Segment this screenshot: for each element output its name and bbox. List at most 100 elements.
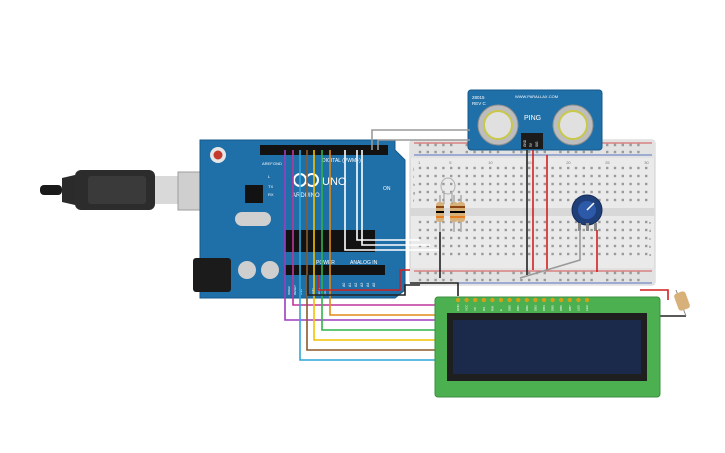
row-letter: f [413, 198, 415, 203]
wire-orange[interactable] [329, 150, 440, 316]
analog-pin-label: A2 [354, 283, 358, 287]
lcd-pin-label: DB4 [542, 305, 546, 311]
potentiometer[interactable] [571, 194, 603, 231]
wire-green[interactable] [321, 150, 440, 331]
sensor-pin-label: GND [523, 139, 527, 147]
lcd-pin-label: DB5 [551, 305, 555, 311]
lcd-pin-label: DB6 [559, 305, 563, 311]
lcd-pin[interactable] [550, 297, 555, 303]
lcd-pin-label: DB3 [533, 305, 537, 311]
wire-pot-wiper[interactable] [519, 230, 581, 279]
lcd-pin[interactable] [524, 297, 529, 303]
lcd-pin[interactable] [507, 297, 512, 303]
analog-power-header [285, 265, 385, 275]
analog-pin-label: A0 [342, 283, 346, 287]
analog-label: ANALOG IN [350, 260, 378, 266]
col-number: 1 [418, 160, 421, 165]
resistor-1[interactable] [436, 195, 444, 232]
power-label: POWER [316, 260, 335, 266]
wire-gray-2[interactable] [377, 139, 470, 150]
l-label: L [268, 174, 271, 179]
sensor-rev: REV C [472, 101, 487, 106]
wire-brown[interactable] [306, 150, 440, 351]
lcd-pin-label: RW [490, 306, 494, 311]
col-number: 10 [488, 160, 493, 165]
row-letter: a [649, 252, 652, 257]
lcd-pin-label: DB7 [568, 305, 572, 311]
sensor-model: 28015 [472, 95, 485, 100]
lcd-pin-label: VCC [465, 304, 469, 311]
wire-white-3[interactable] [344, 150, 440, 251]
wire-sig-gray[interactable] [371, 129, 470, 150]
row-letter: h [413, 182, 415, 187]
aref-label: AREF [262, 161, 273, 166]
col-number: 20 [566, 160, 571, 165]
wire-purple[interactable] [284, 150, 440, 321]
power-pin-label: GND [311, 288, 315, 296]
wire-gnd-black[interactable] [307, 275, 420, 296]
analog-pin-label: A1 [348, 283, 352, 287]
led[interactable] [440, 177, 456, 204]
lcd-pin-label: DB1 [516, 305, 520, 311]
wire-magenta[interactable] [292, 150, 440, 306]
lcd-pin[interactable] [576, 297, 581, 303]
sensor-pin-label: SIG [535, 141, 539, 147]
tx-label: TX [268, 184, 273, 189]
gnd-label: GND [273, 161, 282, 166]
wire-5v-red[interactable] [317, 269, 410, 291]
lcd-pin[interactable] [567, 297, 572, 303]
row-letter: c [649, 236, 651, 241]
lcd-pin[interactable] [559, 297, 564, 303]
arduino-board[interactable]: ARDUINO UNO DIGITAL (PWM~) ANALOG IN POW… [193, 139, 406, 299]
wire-white-2[interactable] [361, 150, 430, 246]
lcd-resistor[interactable] [673, 289, 690, 317]
lcd-pin[interactable] [516, 297, 521, 303]
wires[interactable] [284, 129, 686, 361]
lcd-pin-label: LED [585, 304, 589, 311]
power-pin-label: RESET [293, 285, 297, 295]
resistor-3[interactable] [457, 195, 465, 232]
analog-pin-label: A4 [366, 283, 370, 287]
lcd-pin-label: LED [576, 304, 580, 311]
wire-lcd-gnd[interactable] [410, 282, 459, 296]
lcd-pin-label: V0 [473, 307, 477, 311]
lcd-pin[interactable] [455, 297, 461, 303]
power-pin-label: GND [317, 288, 321, 296]
lcd-pin[interactable] [533, 297, 538, 303]
wire-white-1[interactable] [356, 150, 420, 241]
sensor-pin-label: 5V [529, 142, 533, 147]
sensor-url: WWW.PARALLAX.COM [515, 94, 558, 99]
lcd-pin[interactable] [498, 297, 504, 303]
row-letter: b [649, 244, 652, 249]
lcd-screen [453, 320, 641, 374]
resistor-2[interactable] [450, 195, 458, 232]
lcd-pin[interactable] [464, 297, 469, 303]
col-number: 25 [605, 160, 610, 165]
wire-cyan[interactable] [299, 150, 440, 361]
lcd-pin-label: E [499, 309, 503, 311]
lcd-pin[interactable] [584, 297, 590, 303]
lcd-pin[interactable] [481, 297, 486, 303]
col-number: 15 [527, 160, 532, 165]
lcd-pin-label: RS [482, 307, 486, 311]
row-letter: d [649, 228, 651, 233]
wire-lcd-led[interactable] [640, 289, 669, 300]
lcd-pin[interactable] [473, 297, 478, 303]
col-number: 5 [449, 160, 452, 165]
lcd-pin[interactable] [490, 297, 495, 303]
col-number: 30 [644, 160, 649, 165]
sensor-title: PING [524, 115, 541, 122]
wire-yellow[interactable] [313, 150, 440, 341]
rx-label: RX [268, 192, 274, 197]
analog-pin-label: A3 [360, 283, 364, 287]
power-jack [193, 258, 231, 292]
lcd-pin[interactable] [541, 297, 547, 303]
lcd-pin-label: DB2 [525, 305, 529, 311]
